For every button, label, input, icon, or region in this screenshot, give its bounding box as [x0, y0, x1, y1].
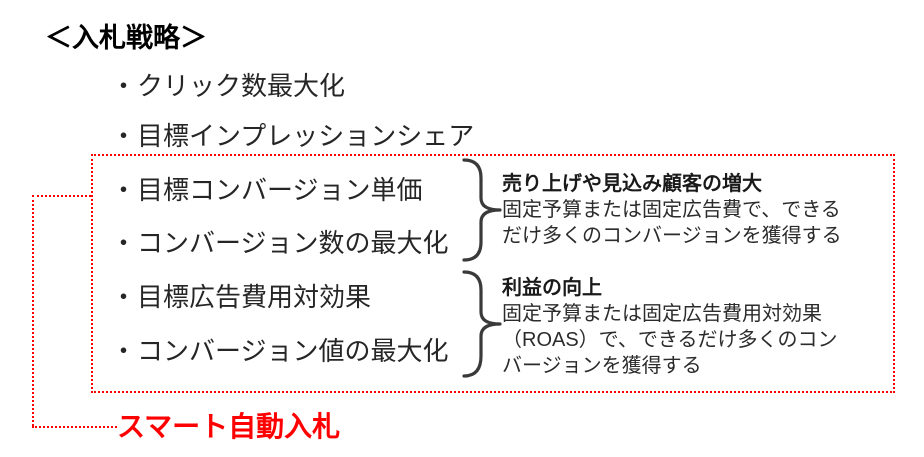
bullet-icon: ・ — [110, 282, 137, 312]
list-item: ・目標コンバージョン単価 — [110, 170, 422, 207]
group-body-line: （ROAS）で、できるだけ多くのコン — [502, 329, 838, 351]
strategy-label: 目標広告費用対効果 — [137, 282, 372, 312]
strategy-label: クリック数最大化 — [137, 71, 346, 101]
group-body-line: 固定予算または固定広告費用対効果 — [502, 303, 822, 325]
strategy-label: 目標コンバージョン単価 — [137, 175, 423, 205]
group-body-line: 固定予算または固定広告費で、できる — [502, 199, 841, 221]
bullet-icon: ・ — [110, 121, 137, 151]
page-title: ＜入札戦略＞ — [45, 23, 207, 53]
bullet-icon: ・ — [110, 336, 137, 366]
group-description: 売り上げや見込み顧客の増大 固定予算または固定広告費で、できる だけ多くのコンバ… — [502, 171, 887, 249]
connector-line — [32, 426, 117, 428]
group-heading: 売り上げや見込み顧客の増大 — [502, 173, 762, 195]
group-description: 利益の向上 固定予算または固定広告費用対効果 （ROAS）で、できるだけ多くのコ… — [502, 275, 887, 379]
list-item: ・コンバージョン数の最大化 — [110, 223, 448, 260]
bullet-icon: ・ — [110, 175, 137, 205]
list-item: ・コンバージョン値の最大化 — [110, 331, 448, 368]
strategy-label: コンバージョン数の最大化 — [137, 228, 449, 258]
list-item: ・目標広告費用対効果 — [110, 277, 371, 314]
connector-line — [32, 195, 91, 197]
brace-icon — [462, 158, 502, 262]
group-body-line: バージョンを獲得する — [502, 355, 702, 377]
bullet-icon: ・ — [110, 71, 137, 101]
bullet-icon: ・ — [110, 228, 137, 258]
list-item: ・目標インプレッションシェア — [110, 116, 474, 153]
group-body-line: だけ多くのコンバージョンを獲得する — [502, 225, 842, 247]
connector-line — [32, 195, 34, 426]
smart-bidding-label: スマート自動入札 — [117, 411, 341, 442]
strategy-label: 目標インプレッションシェア — [137, 121, 475, 151]
brace-icon — [462, 270, 502, 378]
list-item: ・クリック数最大化 — [110, 66, 345, 103]
smart-bidding-group-box — [91, 154, 895, 393]
group-heading: 利益の向上 — [502, 277, 602, 299]
strategy-label: コンバージョン値の最大化 — [137, 336, 449, 366]
